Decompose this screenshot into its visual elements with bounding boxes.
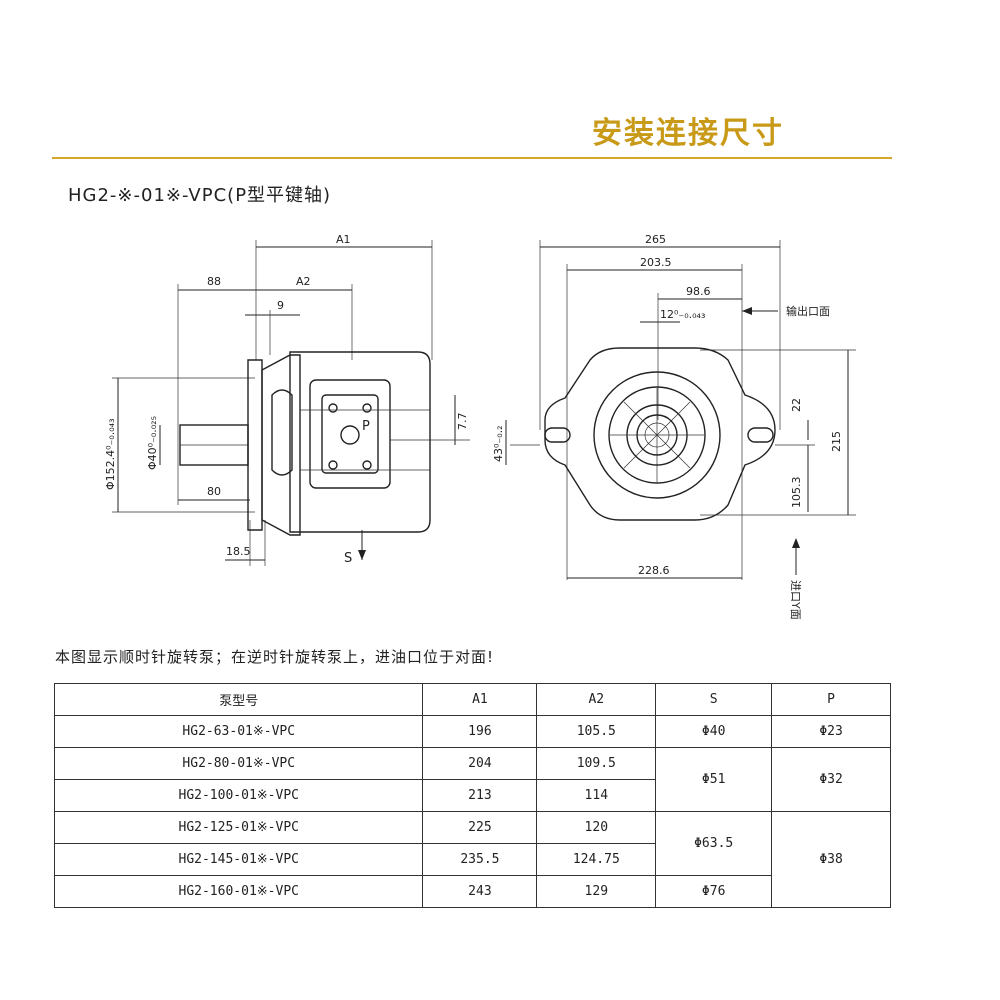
suction-label-s: S xyxy=(344,551,352,566)
dim-228-6: 228.6 xyxy=(638,564,670,577)
cell-a1: 243 xyxy=(422,875,538,908)
page-title: 安装连接尺寸 xyxy=(592,116,784,151)
table-row: HG2-80-01※-VPC 204 109.5 Φ51 Φ32 xyxy=(53,747,891,812)
dim-80: 80 xyxy=(207,485,221,498)
cell-model: HG2-80-01※-VPC xyxy=(53,747,424,780)
dim-a2: A2 xyxy=(296,275,311,288)
cell-s: Φ76 xyxy=(655,875,773,908)
dim-43: 43⁰₋₀.₂ xyxy=(492,425,505,462)
outlet-face-label: 输出口面 xyxy=(786,304,830,318)
header-a2: A2 xyxy=(536,683,657,716)
cell-model: HG2-63-01※-VPC xyxy=(53,715,424,748)
cell-p: Φ23 xyxy=(771,715,891,748)
dim-phi152: Φ152.4⁰₋₀.₀₄₃ xyxy=(104,419,117,491)
table-row: HG2-160-01※-VPC 243 129 Φ76 xyxy=(53,875,891,908)
dim-12: 12⁰₋₀.₀₄₃ xyxy=(660,308,705,321)
port-label-p: P xyxy=(362,419,370,434)
cell-a2: 114 xyxy=(536,779,657,812)
cell-a1: 204 xyxy=(422,747,538,780)
cell-s: Φ40 xyxy=(655,715,773,748)
cell-model: HG2-125-01※-VPC xyxy=(53,811,424,844)
cell-s: Φ63.5 xyxy=(655,811,773,876)
header-p: P xyxy=(771,683,891,716)
title-rule xyxy=(52,157,892,159)
dim-215: 215 xyxy=(830,431,843,452)
cell-s: Φ51 xyxy=(655,747,773,812)
cell-model: HG2-145-01※-VPC xyxy=(53,843,424,876)
cell-a1: 225 xyxy=(422,811,538,844)
cell-a2: 124.75 xyxy=(536,843,657,876)
dim-88: 88 xyxy=(207,275,221,288)
inlet-face-label: 进口Y面 xyxy=(789,580,802,620)
cell-a2: 120 xyxy=(536,811,657,844)
model-code: HG2-※-01※-VPC(P型平键轴) xyxy=(68,185,332,206)
side-view: A1 88 A2 9 80 18.5 Φ152.4⁰₋₀.₀₄₃ Φ40⁰₋₀.… xyxy=(104,233,470,566)
table-row: HG2-125-01※-VPC 225 120 Φ63.5 Φ38 xyxy=(53,811,891,908)
cell-p: Φ38 xyxy=(771,811,891,908)
cell-a1: 196 xyxy=(422,715,538,748)
dim-22: 22 xyxy=(790,398,803,412)
dim-98-6: 98.6 xyxy=(686,285,711,298)
cell-p: Φ32 xyxy=(771,747,891,812)
rotation-note: 本图显示顺时针旋转泵；在逆时针旋转泵上，进油口位于对面! xyxy=(55,648,495,666)
header-s: S xyxy=(655,683,773,716)
dim-105-3: 105.3 xyxy=(790,477,803,509)
dim-7-7: 7.7 xyxy=(456,413,469,431)
cell-a1: 213 xyxy=(422,779,538,812)
dim-18-5: 18.5 xyxy=(226,545,251,558)
dim-265: 265 xyxy=(645,233,666,246)
cell-model: HG2-100-01※-VPC xyxy=(53,779,424,812)
dim-9: 9 xyxy=(277,299,284,312)
dim-phi40: Φ40⁰₋₀.₀₂₅ xyxy=(146,416,159,470)
cell-a2: 109.5 xyxy=(536,747,657,780)
dim-203-5: 203.5 xyxy=(640,256,672,269)
header-a1: A1 xyxy=(422,683,538,716)
dim-a1: A1 xyxy=(336,233,351,246)
table-row: HG2-63-01※-VPC 196 105.5 Φ40 Φ23 xyxy=(53,715,891,748)
cell-a2: 129 xyxy=(536,875,657,908)
table-header-row: 泵型号 A1 A2 S P xyxy=(53,683,891,716)
cell-a1: 235.5 xyxy=(422,843,538,876)
spec-table: 泵型号 A1 A2 S P HG2-63-01※-VPC 196 105.5 Φ… xyxy=(53,683,891,908)
cell-a2: 105.5 xyxy=(536,715,657,748)
front-view: 265 203.5 98.6 12⁰₋₀.₀₄₃ 228.6 输出口面 43⁰₋… xyxy=(492,233,856,620)
header-model: 泵型号 xyxy=(53,683,424,716)
cell-model: HG2-160-01※-VPC xyxy=(53,875,424,908)
